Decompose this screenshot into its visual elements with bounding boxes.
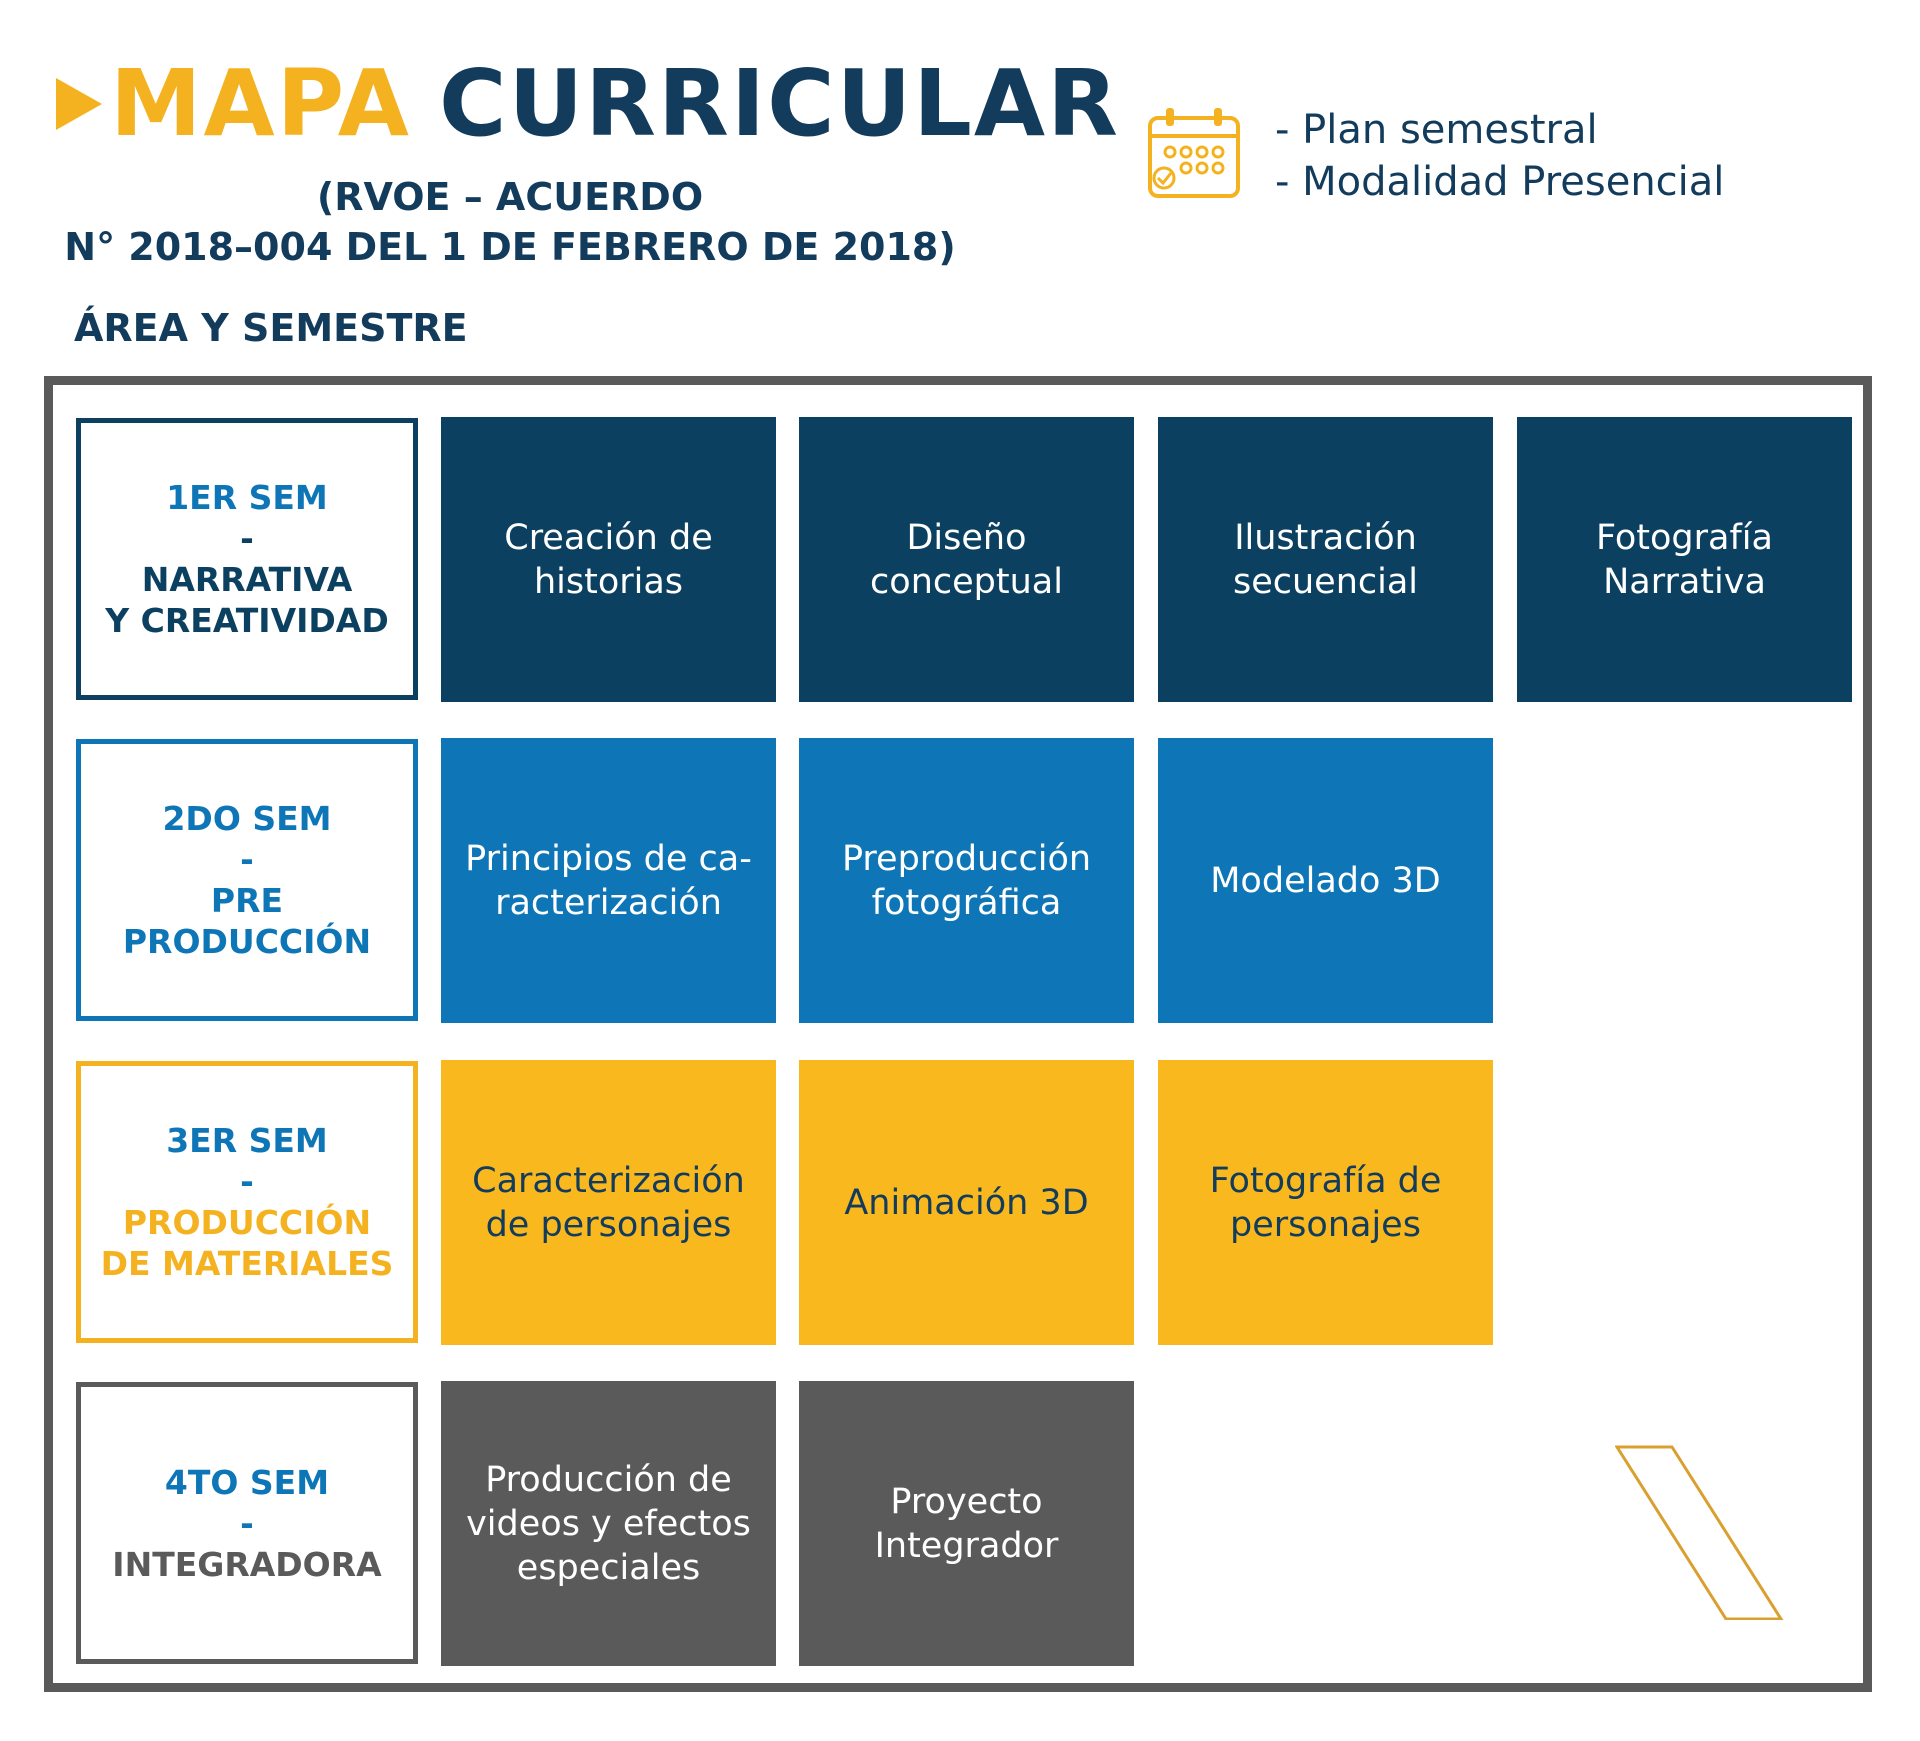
course-tile: Fotografía Narrativa [1517,417,1852,702]
page-title: MAPA CURRICULAR [56,58,1120,150]
semester-name: 4TO SEM [164,1462,330,1502]
semester-label-2: 2DO SEM - PRE PRODUCCIÓN [76,739,418,1021]
course-tile: Diseño conceptual [799,417,1134,702]
area-name-line-1: PRODUCCIÓN [122,1203,372,1242]
area-name-line-2: PRODUCCIÓN [122,922,372,961]
subtitle-line-1: (RVOE – ACUERDO [316,175,704,219]
legend-line-2: - Modalidad Presencial [1275,159,1725,205]
area-name-line-1: INTEGRADORA [112,1544,382,1584]
course-tile: Principios de ca- racterización [441,738,776,1023]
course-tile: Modelado 3D [1158,738,1493,1023]
semester-dash: - [240,1503,254,1543]
area-name-line-1: PRE [210,881,284,920]
course-tile: Ilustración secuencial [1158,417,1493,702]
header: MAPA CURRICULAR [56,58,1120,150]
semester-name: 1ER SEM [166,478,328,517]
curriculum-frame [44,376,1872,1692]
semester-dash: - [240,1162,254,1201]
semester-name: 2DO SEM [162,799,332,838]
area-label: ÁREA Y SEMESTRE [74,306,468,350]
subtitle-line-2: N° 2018–004 DEL 1 DE FEBRERO DE 2018) [64,225,956,269]
course-tile: Proyecto Integrador [799,1381,1134,1666]
arrow-icon [56,78,102,130]
semester-dash: - [240,840,254,879]
area-name-line-2: Y CREATIVIDAD [105,601,389,640]
subtitle: (RVOE – ACUERDO N° 2018–004 DEL 1 DE FEB… [60,172,960,272]
course-tile: Preproducción fotográfica [799,738,1134,1023]
decorative-parallelogram [1615,1445,1784,1620]
course-tile: Creación de historias [441,417,776,702]
legend: - Plan semestral - Modalidad Presencial [1275,104,1724,208]
course-tile: Animación 3D [799,1060,1134,1345]
course-tile: Caracterización de personajes [441,1060,776,1345]
semester-dash: - [240,519,254,558]
title-part-1: MAPA [110,50,411,157]
legend-line-1: - Plan semestral [1275,107,1598,153]
area-name-line-2: DE MATERIALES [100,1244,394,1283]
semester-label-4: 4TO SEM - INTEGRADORA [76,1382,418,1664]
semester-label-1: 1ER SEM - NARRATIVA Y CREATIVIDAD [76,418,418,700]
calendar-icon [1148,108,1240,198]
course-tile: Producción de videos y efectos especiale… [441,1381,776,1666]
title-part-2: CURRICULAR [438,50,1120,157]
semester-label-3: 3ER SEM - PRODUCCIÓN DE MATERIALES [76,1061,418,1343]
semester-name: 3ER SEM [166,1121,328,1160]
course-tile: Fotografía de personajes [1158,1060,1493,1345]
area-name-line-1: NARRATIVA [141,560,353,599]
